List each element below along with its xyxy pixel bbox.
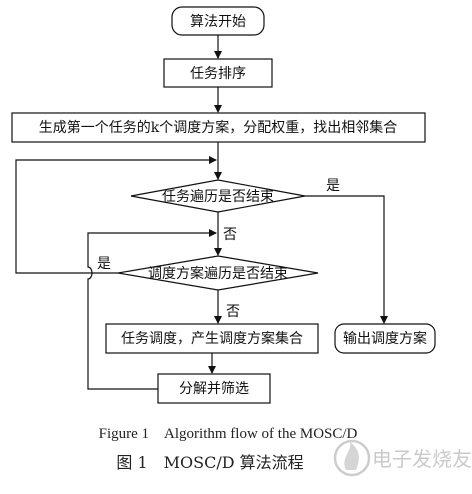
caption-english: Figure 1 Algorithm flow of the MOSC/D <box>99 426 358 442</box>
start-node: 算法开始 <box>171 6 265 36</box>
sort-label: 任务排序 <box>190 66 246 82</box>
task-loop-label: 任务遍历是否结束 <box>162 189 274 205</box>
task-no-label: 否 <box>223 227 237 243</box>
sort-node: 任务排序 <box>163 58 273 88</box>
watermark: 电子发烧友 <box>333 439 472 477</box>
edge-scheme-loop-yes <box>15 156 217 274</box>
task-loop-decision: 任务遍历是否结束 <box>130 179 306 213</box>
start-label: 算法开始 <box>190 14 246 30</box>
scheme-yes-label: 是 <box>97 256 111 272</box>
output-node: 输出调度方案 <box>334 323 436 354</box>
scheme-loop-label: 调度方案遍历是否结束 <box>148 265 288 282</box>
flame-logo-icon <box>333 439 371 477</box>
edge-decompose-back <box>87 229 217 390</box>
edge-task-loop-yes <box>305 195 388 324</box>
decompose-label: 分解并筛选 <box>179 381 249 397</box>
output-label: 输出调度方案 <box>343 330 427 347</box>
task-yes-label: 是 <box>326 178 340 194</box>
schedule-node: 任务调度，产生调度方案集合 <box>105 323 319 354</box>
decompose-node: 分解并筛选 <box>157 373 271 404</box>
scheme-no-label: 否 <box>226 304 240 320</box>
generate-node: 生成第一个任务的k个调度方案，分配权重，找出相邻集合 <box>11 112 426 143</box>
watermark-brand: 电子发烧友 <box>372 447 472 471</box>
generate-label: 生成第一个任务的k个调度方案，分配权重，找出相邻集合 <box>39 119 397 136</box>
scheme-loop-decision: 调度方案遍历是否结束 <box>117 255 319 291</box>
schedule-label: 任务调度，产生调度方案集合 <box>121 330 303 347</box>
caption-chinese: 图 1 MOSC/D 算法流程 <box>116 453 303 472</box>
